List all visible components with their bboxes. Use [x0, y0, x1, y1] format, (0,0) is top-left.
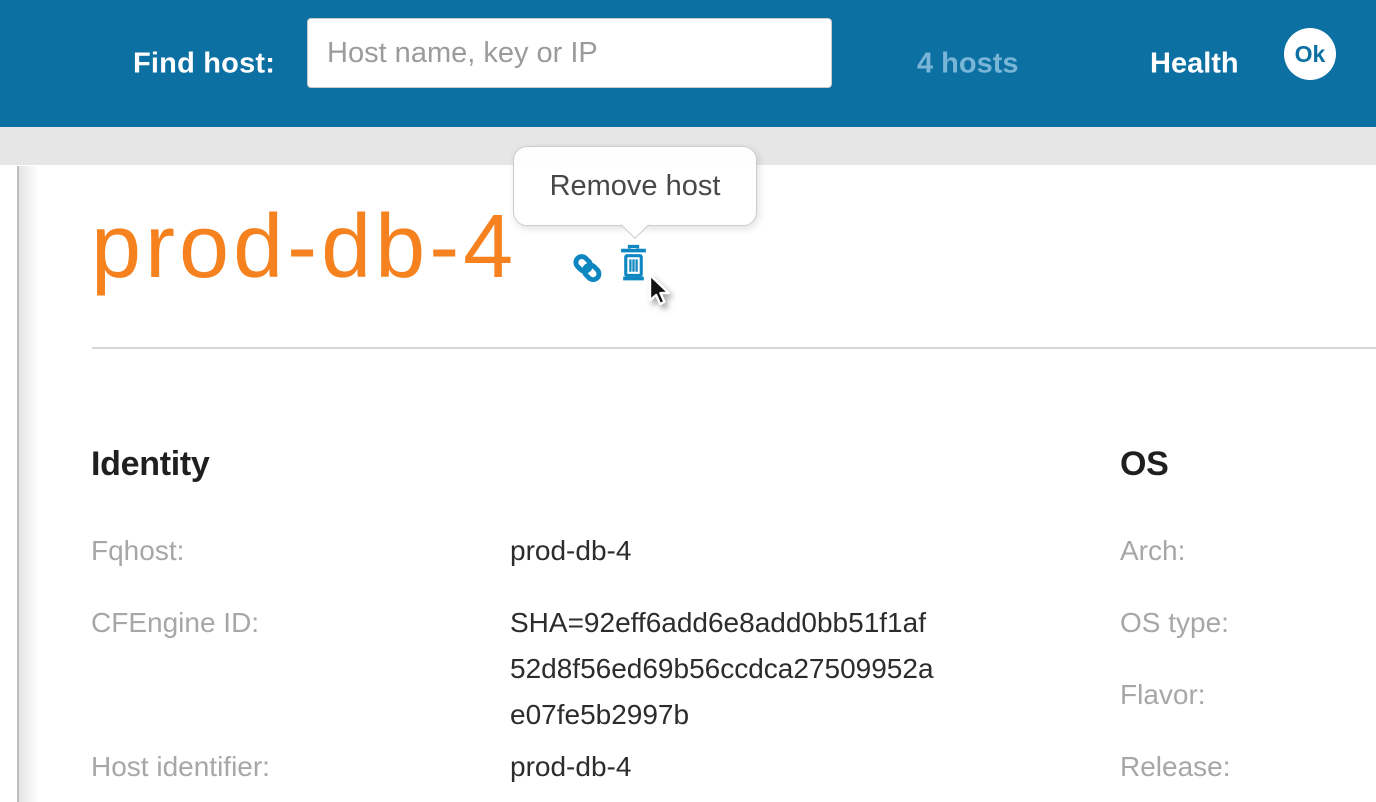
host-title: prod-db-4	[91, 197, 518, 297]
hosts-count-link[interactable]: 4 hosts	[917, 47, 1019, 79]
row-value	[1320, 672, 1376, 718]
os-section: OS Arch: OS type: Flavor: Release:	[1120, 444, 1376, 802]
identity-row-host-identifier: Host identifier: prod-db-4	[91, 744, 1011, 790]
os-row-release: Release:	[1120, 744, 1376, 790]
row-label: Fqhost:	[91, 535, 185, 566]
row-label: Host identifier:	[91, 751, 270, 782]
row-value	[1320, 528, 1376, 574]
row-value	[1320, 744, 1376, 790]
header-bar: Find host: 4 hosts Health Ok	[0, 0, 1376, 127]
row-value: SHA=92eff6add6e8add0bb51f1af52d8f56ed69b…	[510, 607, 934, 730]
os-row-flavor: Flavor:	[1120, 672, 1376, 718]
remove-host-button[interactable]	[618, 243, 649, 285]
row-label: Release:	[1120, 751, 1231, 782]
os-heading: OS	[1120, 445, 1169, 483]
identity-row-fqhost: Fqhost: prod-db-4	[91, 528, 1011, 574]
identity-heading: Identity	[91, 445, 210, 483]
os-row-os-type: OS type:	[1120, 600, 1376, 646]
row-label: CFEngine ID:	[91, 607, 260, 638]
row-label: Flavor:	[1120, 679, 1206, 710]
row-label: Arch:	[1120, 535, 1186, 566]
content-edge-line	[17, 166, 19, 802]
trash-icon	[618, 244, 649, 288]
health-label: Health	[1150, 47, 1239, 79]
remove-host-tooltip: Remove host	[513, 146, 757, 226]
tooltip-text: Remove host	[549, 169, 721, 202]
row-value: prod-db-4	[510, 535, 632, 566]
heading-divider	[92, 347, 1376, 349]
host-link-button[interactable]	[570, 247, 608, 285]
row-value: prod-db-4	[510, 751, 632, 782]
content-edge-shadow	[19, 166, 39, 802]
chain-link-icon	[570, 254, 608, 288]
identity-row-cfengine-id: CFEngine ID: SHA=92eff6add6e8add0bb51f1a…	[91, 600, 1011, 738]
row-label: OS type:	[1120, 607, 1229, 638]
os-row-arch: Arch:	[1120, 528, 1376, 574]
identity-section: Identity Fqhost: prod-db-4 CFEngine ID: …	[91, 444, 1011, 802]
health-status-badge[interactable]: Ok	[1284, 28, 1336, 80]
find-host-label: Find host:	[133, 47, 276, 79]
host-search-input[interactable]	[307, 18, 832, 88]
row-value	[1320, 600, 1376, 646]
mouse-cursor-icon	[642, 272, 674, 310]
